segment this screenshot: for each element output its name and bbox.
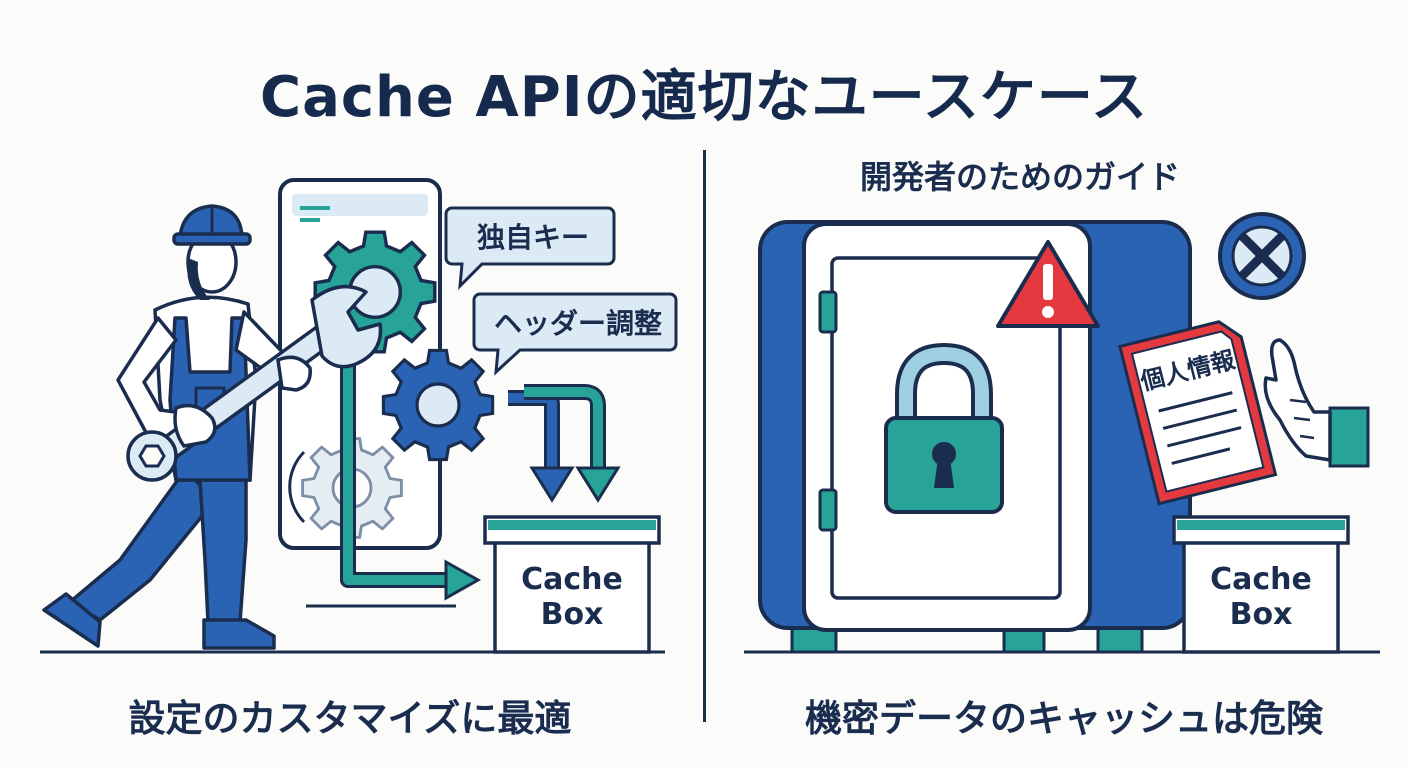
worker-hands <box>173 355 312 448</box>
warning-icon <box>996 240 1100 328</box>
stop-hand-icon <box>1263 338 1370 468</box>
cache-box-left-label-1: Cache <box>521 562 623 597</box>
right-panel-subtitle: 開発者のためのガイド <box>859 158 1180 196</box>
cache-box-left: Cache Box <box>483 515 661 654</box>
bubble-header-adjust-label: ヘッダー調整 <box>494 307 662 340</box>
down-arrows-icon <box>508 384 621 503</box>
rotation-arc <box>288 450 306 524</box>
padlock-icon <box>884 342 1004 514</box>
personal-info-document-icon: 個人情報 <box>1118 320 1278 506</box>
bubble-custom-key-label: 独自キー <box>477 221 589 254</box>
flow-arrow-icon <box>306 362 482 608</box>
right-caption: 機密データのキャッシュは危険 <box>805 697 1323 740</box>
cache-box-right-label-2: Box <box>1230 597 1293 632</box>
speech-bubble-custom-key: 独自キー <box>444 206 616 290</box>
cache-box-right: Cache Box <box>1172 515 1350 654</box>
speech-bubble-header-adjust: ヘッダー調整 <box>472 292 678 376</box>
panel-divider <box>703 150 706 722</box>
cache-box-right-label-1: Cache <box>1210 562 1312 597</box>
prohibited-icon <box>1218 212 1306 300</box>
cache-box-left-label-2: Box <box>541 597 604 632</box>
page-title: Cache APIの適切なユースケース <box>259 65 1149 130</box>
blue-gear-icon <box>381 348 495 462</box>
left-caption: 設定のカスタマイズに最適 <box>128 697 572 740</box>
